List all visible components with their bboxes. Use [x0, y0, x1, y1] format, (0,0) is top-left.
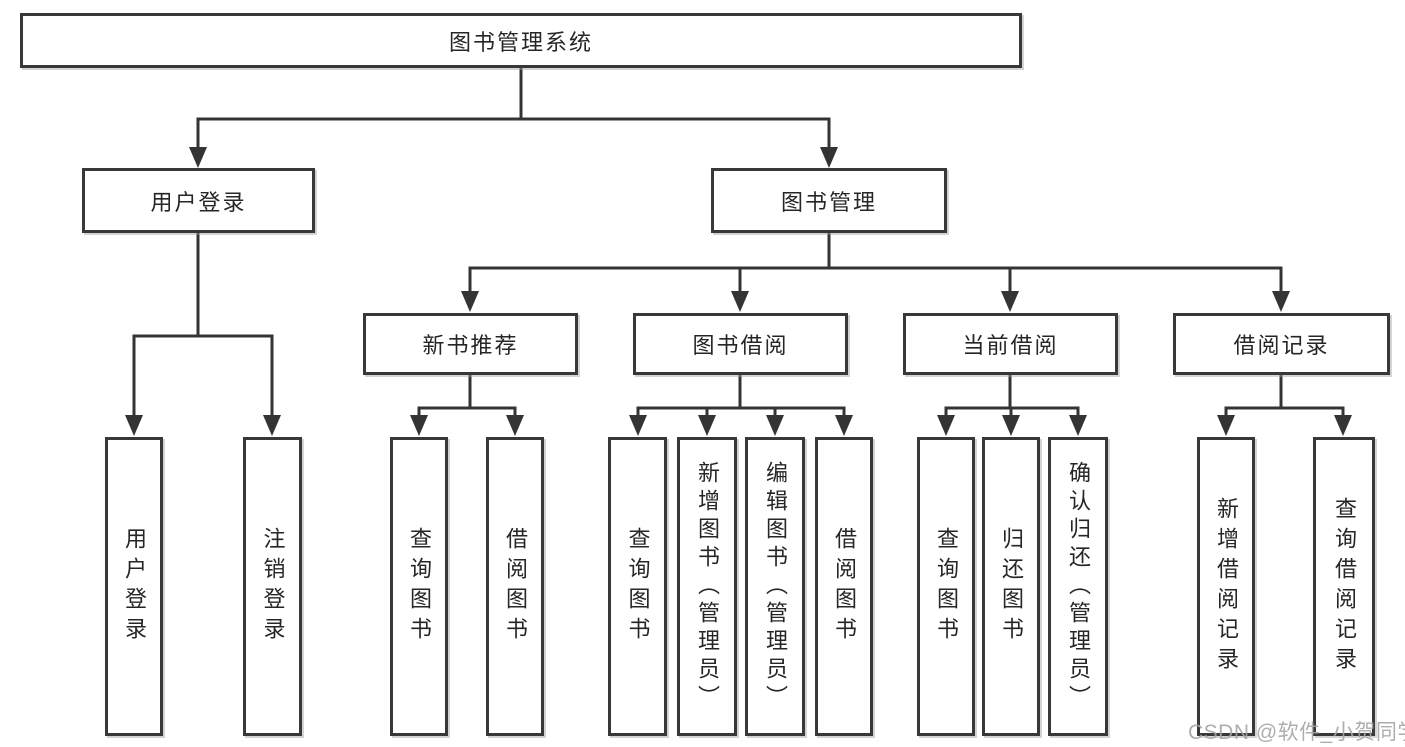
leaf-logout: 注销登录: [243, 437, 302, 736]
arrowhead: [766, 415, 784, 436]
node-label: 注销登录: [260, 526, 286, 647]
leaf-query-books-borrow: 查询图书: [608, 437, 667, 736]
leaf-user-login: 用户登录: [105, 437, 163, 736]
node-book-borrow: 图书借阅: [633, 313, 848, 375]
arrowhead: [1069, 415, 1087, 436]
arrowhead: [461, 291, 479, 312]
node-label: 当前借阅: [962, 333, 1059, 358]
leaf-return-books: 归还图书: [982, 437, 1040, 736]
leaf-borrow-books: 借阅图书: [815, 437, 873, 736]
arrowhead: [1272, 291, 1290, 312]
node-label: 借阅图书: [832, 526, 857, 647]
node-label: 归还图书: [999, 526, 1024, 647]
node-book-management: 图书管理: [711, 168, 947, 233]
node-current-borrow: 当前借阅: [903, 313, 1118, 375]
node-label: 查询图书: [407, 526, 432, 647]
arrowhead: [189, 147, 207, 168]
node-label: 新增借阅记录: [1214, 496, 1239, 677]
node-label: 用户登录: [122, 526, 147, 647]
arrowhead: [629, 415, 647, 436]
leaf-query-books-recommend: 查询图书: [390, 437, 448, 736]
arrowhead: [1217, 415, 1235, 436]
node-label: 借阅图书: [503, 526, 528, 647]
arrowhead: [410, 415, 428, 436]
node-borrow-records: 借阅记录: [1173, 313, 1390, 375]
connector-history-to-leaves: [1217, 375, 1352, 436]
arrowhead: [698, 415, 716, 436]
node-system-title: 图书管理系统: [20, 13, 1022, 68]
arrowhead: [731, 291, 749, 312]
node-user-login: 用户登录: [82, 168, 315, 233]
leaf-borrow-books-recommend: 借阅图书: [486, 437, 544, 736]
arrowhead: [125, 415, 143, 436]
leaf-add-borrow-record: 新增借阅记录: [1197, 437, 1255, 736]
node-label: 图书管理系统: [448, 29, 593, 55]
arrowhead: [937, 415, 955, 436]
node-label: 图书管理: [780, 189, 877, 215]
arrowhead: [1334, 415, 1352, 436]
leaf-confirm-return-admin: 确认归还（管理员）: [1048, 437, 1108, 736]
connector-recommend-to-leaves: [410, 375, 524, 436]
connector-current-to-leaves: [937, 375, 1087, 436]
node-new-book-recommend: 新书推荐: [363, 313, 578, 375]
arrowhead: [820, 147, 838, 168]
node-label: 图书借阅: [692, 333, 789, 358]
arrowhead: [1002, 415, 1020, 436]
arrowhead: [835, 415, 853, 436]
node-label: 查询图书: [934, 526, 959, 647]
leaf-edit-books-admin: 编辑图书（管理员）: [745, 437, 805, 736]
connector-borrow-to-leaves: [629, 375, 853, 436]
node-label: 编辑图书（管理员）: [763, 460, 788, 713]
arrowhead: [1001, 291, 1019, 312]
connector-mgmt-to-level3: [461, 233, 1290, 312]
node-label: 新增图书（管理员）: [695, 460, 720, 713]
leaf-query-borrow-record: 查询借阅记录: [1313, 437, 1375, 736]
node-label: 新书推荐: [422, 333, 519, 358]
arrowhead: [263, 415, 281, 436]
leaf-query-books-current: 查询图书: [917, 437, 975, 736]
csdn-watermark: CSDN @软件_小贺同学: [1188, 721, 1405, 744]
connector-login-to-leaves: [125, 233, 281, 436]
arrowhead: [506, 415, 524, 436]
leaf-add-books-admin: 新增图书（管理员）: [677, 437, 737, 736]
node-label: 查询图书: [625, 526, 651, 647]
connector-root-to-level2: [189, 68, 838, 168]
node-label: 用户登录: [150, 189, 247, 215]
node-label: 借阅记录: [1233, 333, 1330, 358]
node-label: 确认归还（管理员）: [1066, 460, 1091, 713]
node-label: 查询借阅记录: [1332, 496, 1357, 677]
